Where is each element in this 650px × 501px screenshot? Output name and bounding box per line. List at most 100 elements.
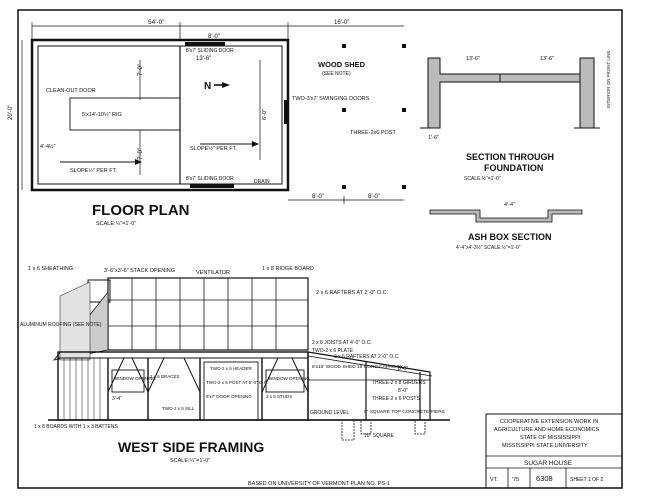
sheet-border [17,9,623,489]
label-boards-battens: 1 x 8 BOARDS WITH 1 x 3 BATTENS [34,424,118,430]
shed-dim-b2: 8'-0" [368,194,380,200]
door-opening [203,361,259,421]
floor-plan-inner-wall [37,45,283,185]
label-stack-opening: 3'-6"x3'-6" STACK OPENING [104,268,175,274]
sliding-door-top [185,42,225,46]
wood-shed-note: (SEE NOTE) [322,71,351,77]
concrete-pier-1 [360,419,372,435]
label-post: TWO-2 x 6 POST AT 5'-0" O.C. [206,380,268,385]
concrete-pier-2 [414,419,426,435]
label-rig: 5'x14'-10½" RIG [82,111,122,118]
section-dim-c: 1'-6" [428,135,439,141]
window-opening-left [111,369,145,393]
label-square: 10" SQUARE [364,433,395,439]
west-side-scale: SCALE:¼"=1'-0" [170,458,210,464]
dim-seven-top: 7'-0" [138,64,144,76]
label-slope-left: SLOPE½" PER FT. [70,167,117,174]
label-joists: 2 x 8 JOISTS AT 4'-0" O.C. [312,340,372,346]
floor-plan-title: FLOOR PLAN [92,202,190,219]
title-block-frame [485,413,623,489]
brace-2 [131,357,149,393]
brace-1 [107,357,125,393]
label-window-right: WINDOW OPENING [268,376,310,381]
dim-four-left: 4'-4½" [40,143,56,150]
title-year: '75 [512,477,519,483]
dim-overall-width: 54'-0" [148,19,165,26]
shed-post-5 [342,185,346,189]
title-state: VT. [490,477,498,483]
section-dim-a: 13'-6" [466,56,480,62]
swinging-doors [284,100,288,124]
stack-frame [107,277,309,351]
label-aluminum-roofing: ALUMINUM ROOFING (SEE NOTE) [20,322,102,328]
foundation-slab [499,73,581,83]
sheathing [59,281,91,361]
brace-4 [183,357,201,393]
drawing-title: SUGAR HOUSE [524,460,573,467]
label-slope-right: SLOPE½" PER FT. [190,145,237,152]
foundation-right [579,57,595,129]
title-line-4: MISSISSIPPI STATE UNIVERSITY [502,443,588,449]
dim-thirteen: 13'-6" [196,56,211,62]
title-line-1: COOPERATIVE EXTENSION WORK IN [500,419,598,425]
label-rafters-top: 2 x 6 RAFTERS AT 2'-0" O.C. [316,290,389,296]
label-swinging-doors: TWO-3'x7' SWINGING DOORS [292,96,370,102]
label-braces: 2 x 6 BRACES [150,374,180,379]
label-sill: TWO-2 x 6 SILL [162,406,195,411]
section-title-1: SECTION THROUGH [466,152,554,162]
ash-box-dim: 4'-4" [504,202,515,208]
label-clean-out-door: CLEAN-OUT DOOR [46,88,96,94]
label-studs: 2 x 6 STUDS [266,394,292,399]
dim-six-right: 6'-0" [262,109,268,120]
label-dim-34: 3'-4" [112,396,122,402]
brace-5 [261,357,279,393]
label-ridge-board: 1 x 8 RIDGE BOARD [262,266,314,272]
label-sliding-door-top: 8'x7' SLIDING DOOR [186,48,234,54]
wood-shed-frame [307,351,431,421]
label-shed-capacity: 8'x16' WOOD SHED 16 CORD CAPACITY [312,364,404,370]
section-scale: SCALE:½"=1'-0" [464,175,501,182]
wood-shed-title: WOOD SHED [318,60,366,69]
dim-height-left: 20'-0" [8,105,14,120]
floor-plan-scale: SCALE:¼"=1'-0" [96,221,136,227]
label-door-opening: 8'x7' DOOR OPENING [206,394,252,399]
west-side-title: WEST SIDE FRAMING [118,439,264,455]
label-north: N [204,81,211,92]
dim-top-right: 8'-0" [208,34,220,40]
label-plate: TWO-2 x 6 PLATE [312,348,354,354]
shed-rafter-line [307,355,433,377]
title-line-2: AGRICULTURE AND HOME ECONOMICS [494,427,600,433]
label-sheathing: 1 x 6 SHEATHING [28,266,73,272]
shed-post-3 [342,108,346,112]
brace-3 [147,357,165,393]
wood-shed: 16'-0" 8'-0" 8'-0" WOOD SHED (SEE NOTE) … [288,20,406,204]
ash-box-scale: 4'-4"x4'-3½" SCALE:½"=1'-0" [456,244,521,251]
section-side-note: INTERIOR ON FRONT LINE [606,51,611,108]
slope-arrow-right [252,141,259,147]
label-drain: DRAIN [254,179,270,185]
label-sliding-door-bottom: 8'x7' SLIDING DOOR [186,176,234,182]
label-ground-level: GROUND LEVEL [310,410,349,416]
shed-post-6 [402,185,406,189]
label-header: TWO-2 x 6 HEADER [210,366,253,371]
label-dim-8a: 8'-0" [398,366,408,372]
shed-post-2 [402,44,406,48]
shed-post-4 [402,108,406,112]
sheet-number: SHEET 1 OF 2 [570,477,603,483]
foundation-section: 13'-6" 13'-6" 1'-6" INTERIOR ON FRONT LI… [420,51,611,182]
label-rafters-shed: 2 x 6 RAFTERS AT 2'-0" O.C. [334,354,400,360]
north-arrow-icon [222,82,230,88]
dim-seven-bottom: 7'-0" [138,148,144,160]
slope-arrow-left [135,159,142,165]
ash-box-section: 4'-4" ASH BOX SECTION 4'-4"x4'-3½" SCALE… [429,202,583,251]
label-posts: THREE-2 x 6 POSTS [372,396,420,402]
label-window-left: WINDOW OPENING [114,376,156,381]
section-dim-b: 13'-6" [540,56,554,62]
label-shed-post: THREE-2x6 POST [350,130,396,136]
section-title-2: FOUNDATION [484,163,543,173]
plan-number: 6308 [536,474,553,483]
sliding-door-bottom [190,184,234,188]
foundation-left [427,57,501,129]
west-side-framing: 1 x 6 SHEATHING 3'-6"x3'-6" STACK OPENIN… [20,266,450,464]
